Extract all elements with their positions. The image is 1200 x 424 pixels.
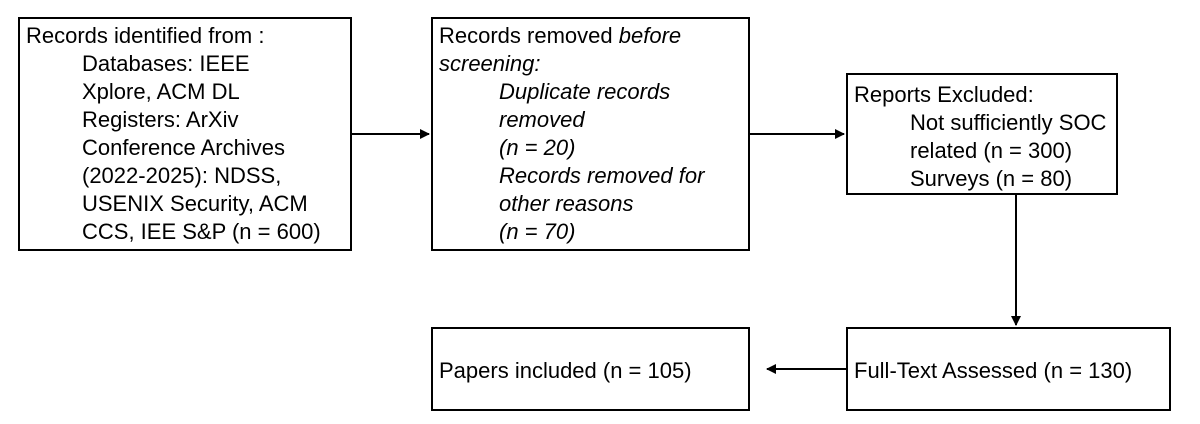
identified-line: CCS, IEE S&P (n = 600) [82, 219, 321, 244]
reports-excluded-title: Reports Excluded: [854, 82, 1034, 107]
records-removed-title-line2: screening: [439, 51, 541, 76]
excluded-line: Not sufficiently SOC [910, 110, 1107, 135]
removed-line: other reasons [499, 191, 634, 216]
identified-line: (2022-2025): NDSS, [82, 163, 282, 188]
excluded-line: Surveys (n = 80) [910, 166, 1073, 191]
records-removed-title-prefix: Records removed [439, 23, 619, 48]
papers-included-box: Papers included (n = 105) [431, 327, 750, 411]
removed-line: Duplicate records [499, 79, 671, 104]
removed-line: Records removed for [499, 163, 705, 188]
papers-included-label: Papers included (n = 105) [439, 358, 692, 383]
removed-line: (n = 70) [499, 219, 576, 244]
excluded-line: related (n = 300) [910, 138, 1073, 163]
identified-line: Registers: ArXiv [82, 107, 239, 132]
identified-line: Xplore, ACM DL [82, 79, 240, 104]
records-removed-title-emphasis: before [618, 23, 682, 48]
records-removed-box: Records removed before screening: Duplic… [431, 17, 750, 251]
removed-line: (n = 20) [499, 135, 576, 160]
records-removed-title: Records removed before [439, 22, 748, 50]
full-text-assessed-label: Full-Text Assessed (n = 130) [854, 358, 1133, 383]
records-identified-box: Records identified from : Databases: IEE… [18, 17, 352, 251]
removed-line: removed [499, 107, 585, 132]
identified-line: USENIX Security, ACM [82, 191, 308, 216]
identified-line: Conference Archives [82, 135, 285, 160]
identified-line: Databases: IEEE [82, 51, 250, 76]
records-identified-title: Records identified from : [26, 23, 265, 48]
reports-excluded-box: Reports Excluded: Not sufficiently SOC r… [846, 73, 1118, 195]
full-text-assessed-box: Full-Text Assessed (n = 130) [846, 327, 1171, 411]
